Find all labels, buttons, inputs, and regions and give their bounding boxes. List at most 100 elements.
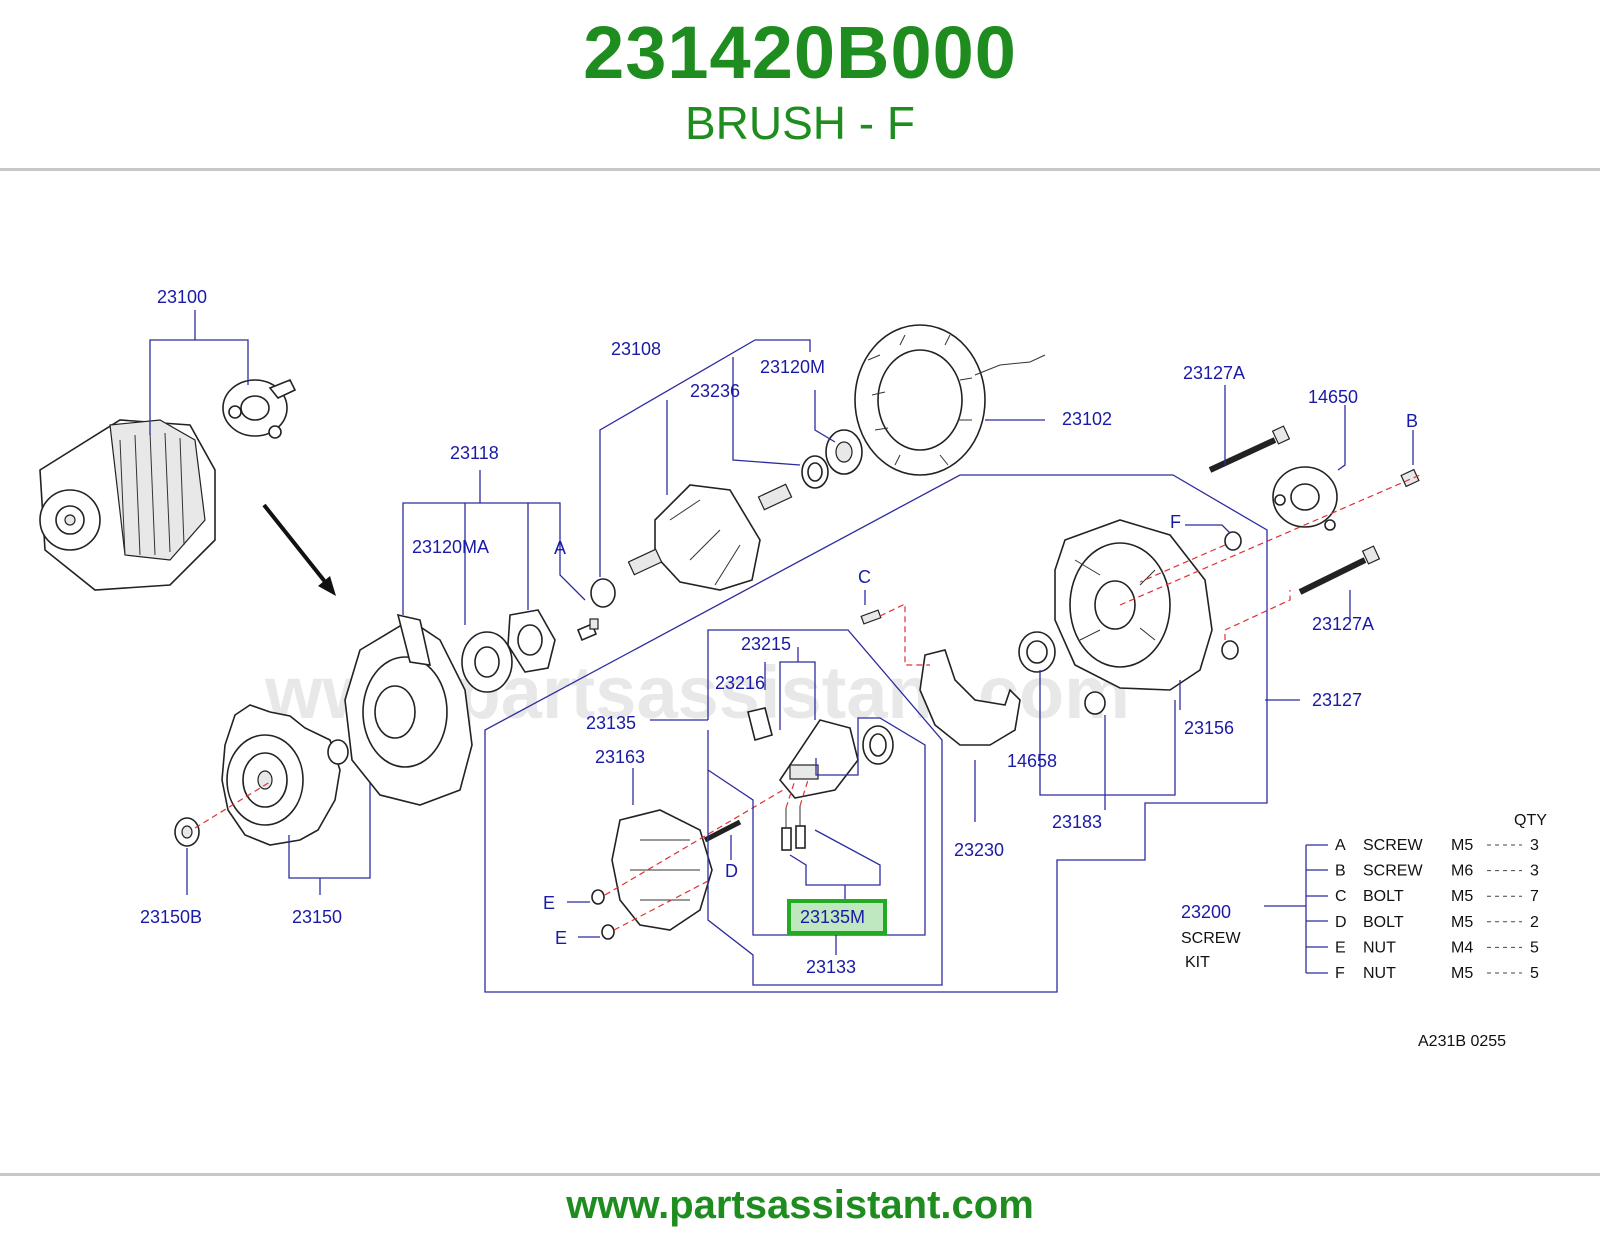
exploded-parts-diagram: www.partsassistant.com 23100 23150B <box>39 287 1547 1050</box>
kit-row-qty: 3 <box>1530 863 1539 880</box>
screw-kit-label-line1: SCREW <box>1181 930 1241 947</box>
kit-row-letter: B <box>1335 863 1346 880</box>
callout-23127: 23127 <box>1312 690 1362 710</box>
kit-row-qty: 5 <box>1530 939 1539 956</box>
rectifier-holder-23230-illustration <box>919 649 1021 746</box>
kit-qty-header: QTY <box>1514 812 1547 829</box>
bushing-23183-illustration <box>1084 691 1106 715</box>
kit-row-size: M5 <box>1451 888 1473 905</box>
page-header: 231420B000 BRUSH - F <box>0 0 1600 170</box>
highlighted-callout-box <box>787 899 887 935</box>
kit-row-size: M6 <box>1451 863 1473 880</box>
pulley-fan-illustration <box>221 704 341 846</box>
front-bearing-illustration <box>461 631 513 693</box>
part-name-subtitle: BRUSH - F <box>685 97 915 149</box>
callout-D: D <box>725 861 738 881</box>
footer-divider <box>0 1173 1600 1176</box>
pulley-nut-illustration <box>174 817 200 847</box>
kit-row-qty: 3 <box>1530 837 1539 854</box>
kit-row-qty: 5 <box>1530 965 1539 982</box>
rear-cover-small-illustration <box>222 378 297 439</box>
front-housing-illustration <box>344 613 473 806</box>
callout-23150B: 23150B <box>140 907 202 927</box>
diagram-code: A231B 0255 <box>1418 1033 1506 1050</box>
callout-E-upper: E <box>543 893 555 913</box>
callout-23236: 23236 <box>690 381 740 401</box>
callout-14650: 14650 <box>1308 387 1358 407</box>
direction-arrow <box>262 503 336 596</box>
callout-23163: 23163 <box>595 747 645 767</box>
callout-23120MA: 23120MA <box>412 537 489 557</box>
kit-row-size: M5 <box>1451 837 1473 854</box>
callout-23102: 23102 <box>1062 409 1112 429</box>
rear-housing-illustration <box>1054 519 1213 691</box>
bolt-c-illustration <box>860 609 882 625</box>
kit-row-qty: 7 <box>1530 888 1539 905</box>
kit-row-size: M5 <box>1451 965 1473 982</box>
kit-row-letter: F <box>1335 965 1345 982</box>
through-bolt-top-illustration <box>1208 425 1291 473</box>
part-number-title: 231420B000 <box>583 11 1017 94</box>
rear-cover-14650-illustration <box>1272 466 1338 531</box>
callout-23108: 23108 <box>611 339 661 359</box>
spacer-ring-illustration <box>327 739 349 765</box>
kit-row-type: BOLT <box>1363 888 1404 905</box>
callout-F: F <box>1170 512 1181 532</box>
bushing-illustration <box>590 578 616 608</box>
rotor-illustration <box>627 483 793 591</box>
screw-b-illustration <box>1400 468 1420 488</box>
kit-row-type: SCREW <box>1363 863 1423 880</box>
header-divider <box>0 168 1600 171</box>
callout-23150: 23150 <box>292 907 342 927</box>
callout-23230: 23230 <box>954 840 1004 860</box>
cap-23216-illustration <box>747 707 773 742</box>
callout-23216: 23216 <box>715 673 765 693</box>
kit-row-letter: C <box>1335 888 1347 905</box>
bearing-retainer-plate-illustration <box>507 609 556 673</box>
callout-23120M: 23120M <box>760 357 825 377</box>
kit-row-letter: A <box>1335 837 1346 854</box>
alternator-assembly-illustration <box>39 419 216 591</box>
callout-23127A-top: 23127A <box>1183 363 1245 383</box>
callout-E-lower: E <box>555 928 567 948</box>
rectifier-plate-illustration <box>611 809 713 931</box>
kit-row-qty: 2 <box>1530 914 1539 931</box>
screw-a-illustration <box>576 618 599 642</box>
callout-23127A-right: 23127A <box>1312 614 1374 634</box>
callout-23200: 23200 <box>1181 902 1231 922</box>
callout-23135: 23135 <box>586 713 636 733</box>
kit-row-type: SCREW <box>1363 837 1423 854</box>
kit-row-type: NUT <box>1363 939 1396 956</box>
regulator-illustration <box>779 719 859 799</box>
screw-kit-label-line2: KIT <box>1185 954 1210 971</box>
callout-23156: 23156 <box>1184 718 1234 738</box>
bolt-d-illustration <box>703 819 742 843</box>
through-bolt-bottom-illustration <box>1298 545 1381 595</box>
callout-A: A <box>554 538 566 558</box>
rear-bearing-illustration <box>825 429 863 475</box>
nut-e-lower-illustration <box>601 924 615 940</box>
kit-row-size: M5 <box>1451 914 1473 931</box>
footer-website-link[interactable]: www.partsassistant.com <box>566 1183 1034 1227</box>
nut-e-upper-illustration <box>591 889 605 905</box>
brush-set-illustration <box>781 779 809 851</box>
callout-23215: 23215 <box>741 634 791 654</box>
nut-f-top-illustration <box>1224 531 1242 551</box>
nut-f-bottom-illustration <box>1221 640 1239 660</box>
callout-C: C <box>858 567 871 587</box>
kit-row-size: M4 <box>1451 939 1473 956</box>
callout-23135M[interactable]: 23135M <box>800 907 865 927</box>
kit-row-letter: E <box>1335 939 1346 956</box>
bearing-cover-ring-illustration <box>801 455 829 489</box>
callout-23133: 23133 <box>806 957 856 977</box>
callout-B-top: B <box>1406 411 1418 431</box>
callout-14658: 14658 <box>1007 751 1057 771</box>
stator-illustration <box>854 324 1046 476</box>
kit-row-letter: D <box>1335 914 1347 931</box>
callout-23118: 23118 <box>450 443 499 463</box>
rear-bearing-seal-illustration <box>1018 631 1056 673</box>
seal-ring-illustration <box>862 725 894 765</box>
callout-23183: 23183 <box>1052 812 1102 832</box>
callout-23100: 23100 <box>157 287 207 307</box>
